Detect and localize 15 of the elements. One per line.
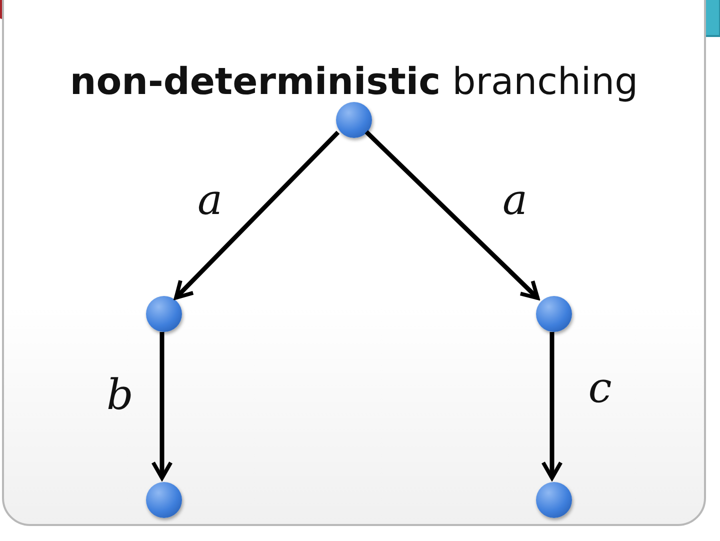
state-node xyxy=(536,482,572,518)
heading: non-deterministic branching xyxy=(68,60,640,103)
arrow xyxy=(174,130,340,300)
arrow xyxy=(364,130,540,300)
arrow xyxy=(541,332,563,480)
state-node xyxy=(146,296,182,332)
edge-label: a xyxy=(502,179,528,221)
state-node xyxy=(336,102,372,138)
edge-label: a xyxy=(197,179,223,221)
edge-label: c xyxy=(588,367,612,409)
panel-background xyxy=(2,0,706,526)
arrow xyxy=(151,332,173,480)
state-node xyxy=(146,482,182,518)
edge-label: b xyxy=(106,374,134,416)
state-node xyxy=(536,296,572,332)
